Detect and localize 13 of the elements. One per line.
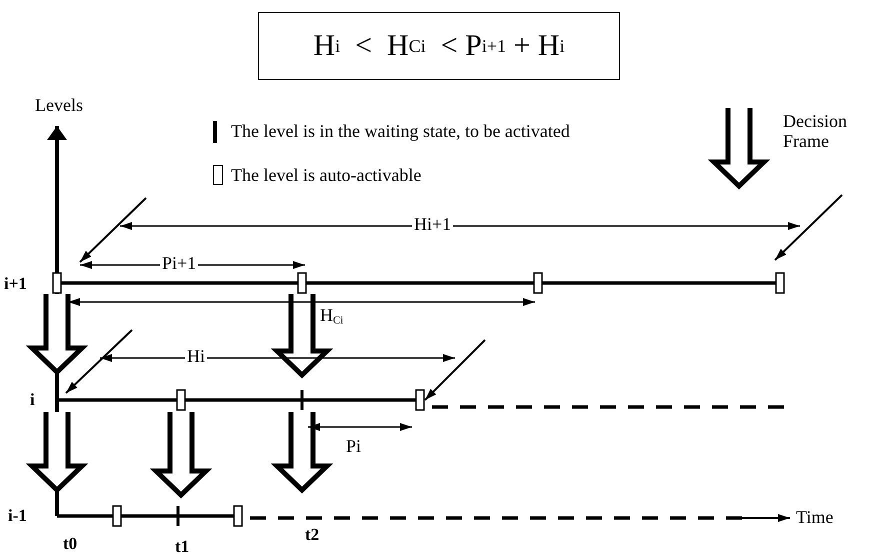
time-label: t0 [63,535,78,554]
dimension-label: H$_{Ci}$ [320,306,344,328]
level-label: i+1 [4,275,27,294]
level-label: i [30,391,35,410]
legend-text: The level is in the waiting state, to be activated [231,122,570,142]
time-label: t2 [305,526,320,545]
level-label: i-1 [8,507,27,526]
axis-label: Time [796,508,834,528]
dimension-label: Pi [346,437,362,457]
time-label: t1 [175,538,190,554]
axis-label: Levels [35,96,83,116]
frame-label: Decision Frame [783,112,848,152]
legend-text: The level is auto-activable [231,166,422,186]
